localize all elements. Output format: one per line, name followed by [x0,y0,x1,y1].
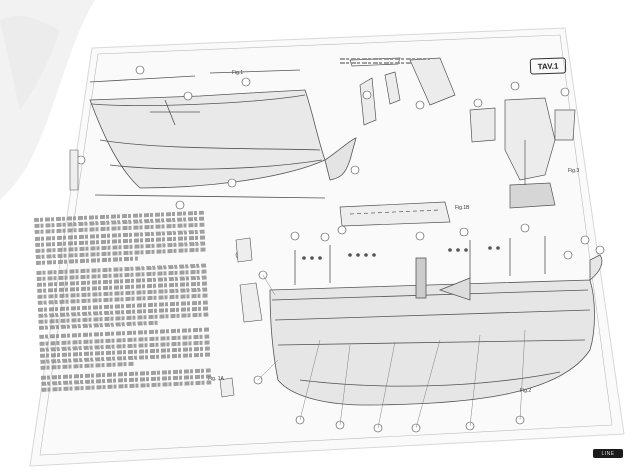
fig1a-label: Fig. 1A [208,376,224,382]
fig1-label: Fig.1 [232,70,244,76]
instruction-text-block [34,210,212,413]
pin-parts-row [302,246,500,260]
fig2-ship-side-drawing [269,236,603,406]
fig1-hull-drawing [89,69,357,199]
fig3-label: Fig.3 [568,168,580,174]
callout-leaders [257,274,526,429]
callout-circles [76,65,605,433]
small-detail-diagrams [69,149,263,398]
fig1b-rail-drawing [339,201,451,227]
fig-top-middle-parts [349,57,456,126]
fig2-label: Fig.2 [520,388,532,394]
top-note-lines [340,58,430,66]
fig1b-label: Fig.1B [455,205,470,211]
brand-logo: LINE [593,449,623,458]
fig3-stern-drawing [469,97,576,209]
plate-title: TAV.1 [529,57,567,75]
